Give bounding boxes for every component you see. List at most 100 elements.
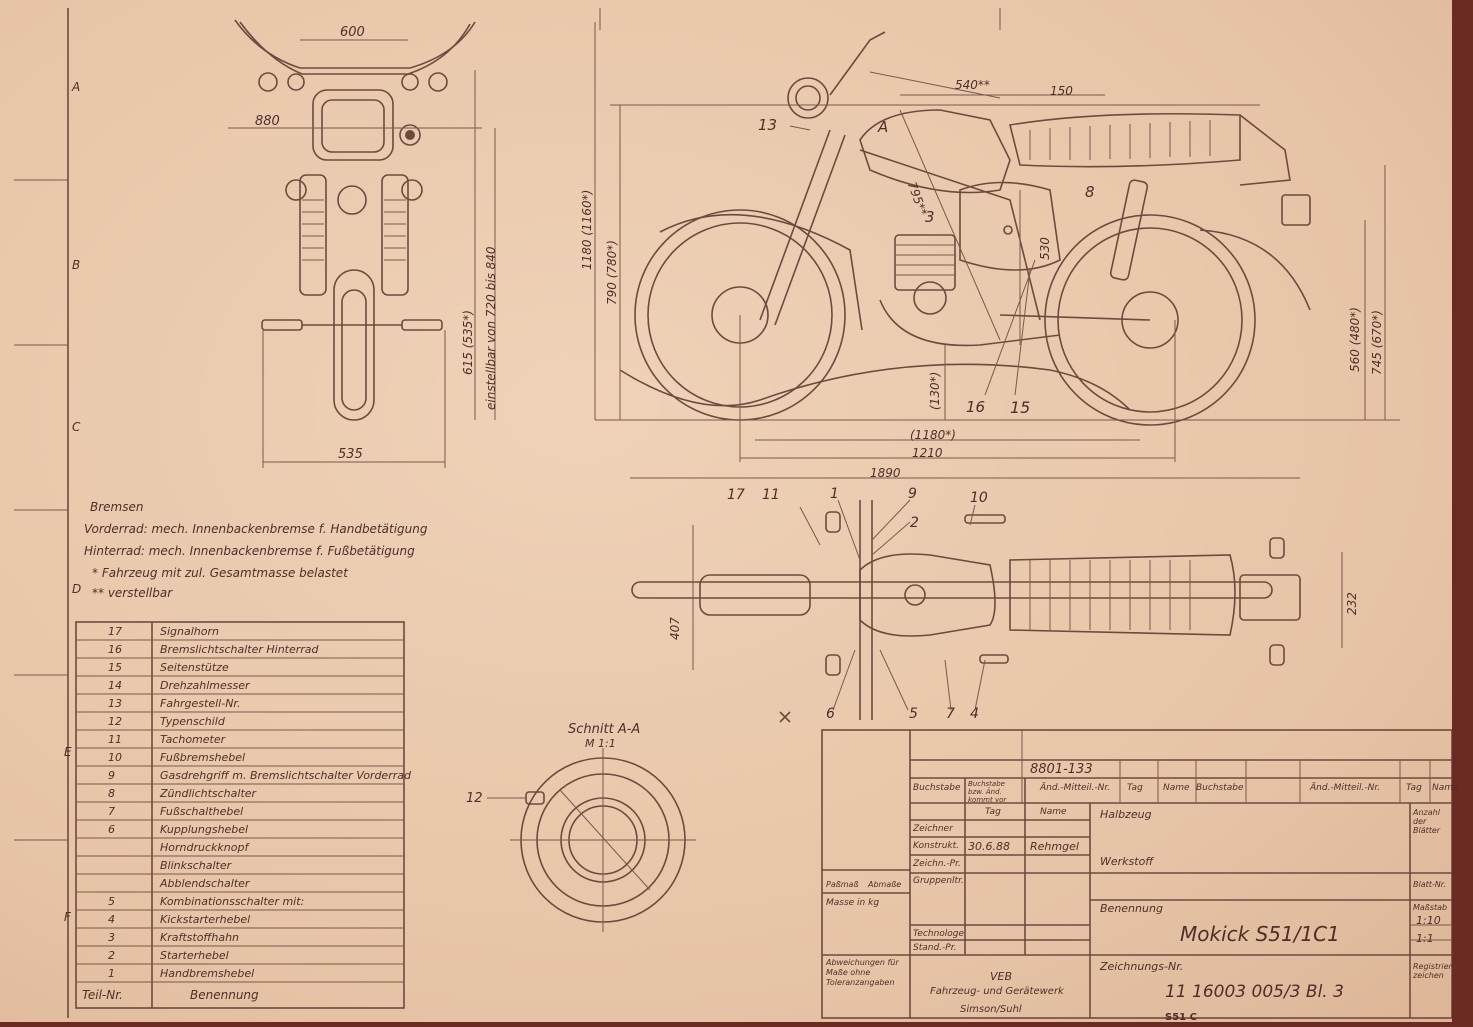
label-anzahl: Anzahl der Blätter [1413, 808, 1441, 835]
dim-530: 530 [1038, 237, 1052, 260]
notes-line-1: Vorderrad: mech. Innenbackenbremse f. Ha… [84, 522, 428, 536]
row-konstrukt: Konstrukt. [913, 841, 960, 851]
parts-row-name: Bremslichtschalter Hinterrad [160, 643, 319, 656]
dim-745: 745 (670*) [1370, 310, 1384, 375]
header-aend-mitteil: Änd.-Mitteil.-Nr. [1040, 783, 1111, 793]
parts-row-number: 16 [108, 643, 122, 656]
callout-section-a: A [878, 118, 889, 136]
company-line-2: Fahrzeug- und Gerätewerk [930, 986, 1064, 997]
row-technologe: Technologe [913, 929, 965, 939]
front-view-motorcycle [234, 19, 476, 421]
dim-560: 560 (480*) [1348, 307, 1362, 372]
parts-row-number: 13 [108, 697, 122, 710]
grid-letter-f: F [64, 910, 71, 924]
callout-8: 8 [1085, 183, 1095, 201]
stamp-s51c: S51 C [1165, 1012, 1197, 1023]
dim-adjustable: einstellbar von 720 bis 840 [484, 246, 498, 410]
label-halbzeug: Halbzeug [1100, 808, 1152, 821]
grid-letter-c: C [72, 420, 81, 434]
label-passmass: Paßmaß [826, 880, 859, 889]
dim-1180-horizontal: (1180*) [910, 428, 956, 442]
parts-row-number: 10 [108, 751, 122, 764]
parts-row-name: Zündlichtschalter [160, 787, 257, 800]
callout-1: 1 [830, 486, 839, 502]
parts-row-name: Kraftstoffhahn [160, 931, 240, 944]
parts-row-name: Fußschalthebel [160, 805, 244, 818]
row-stand-pr: Stand.-Pr. [913, 943, 957, 953]
parts-row-name: Handbremshebel [160, 967, 255, 980]
parts-row-name: Kombinationsschalter mit: [160, 895, 305, 908]
parts-row-number: 2 [108, 949, 115, 962]
parts-row-name: Starterhebel [160, 949, 229, 962]
callout-16: 16 [966, 398, 986, 416]
konstrukt-date: 30.6.88 [968, 840, 1010, 853]
header-name: Name [1163, 783, 1190, 793]
company-line-3: Simson/Suhl [960, 1004, 1022, 1015]
scale-1-10: 1:10 [1416, 914, 1441, 927]
parts-row-name: Drehzahlmesser [160, 679, 250, 692]
label-blatt: Blatt-Nr. [1413, 880, 1446, 889]
parts-row-number: 4 [108, 913, 115, 926]
label-masse: Masse in kg [826, 898, 880, 908]
notes-line-3: * Fahrzeug mit zul. Gesamtmasse belastet [92, 566, 348, 580]
row-zeichn-pr: Zeichn.-Pr. [913, 859, 961, 869]
change-number: 8801-133 [1030, 762, 1093, 777]
top-view-motorcycle [631, 500, 1301, 723]
row-zeichner: Zeichner [913, 824, 953, 834]
drawing-title: Mokick S51/1C1 [1180, 922, 1340, 946]
dim-1180-vertical: 1180 (1160*) [580, 189, 594, 270]
grid-letter-a: A [72, 80, 81, 94]
dim-1210: 1210 [912, 446, 943, 460]
label-abmasse: Abmaße [868, 880, 902, 889]
parts-row-number: 17 [108, 625, 122, 638]
parts-footer-name: Benennung [190, 988, 259, 1002]
parts-row-name: Kupplungshebel [160, 823, 249, 836]
grid-letter-e: E [64, 745, 72, 759]
label-zeichnungs-nr: Zeichnungs-Nr. [1100, 960, 1184, 973]
section-a-a-drawing [487, 748, 696, 932]
parts-row-number: 11 [108, 733, 122, 746]
parts-row-number: 14 [108, 679, 122, 692]
parts-row-name: Signalhorn [160, 625, 219, 638]
dim-615: 615 (535*) [461, 310, 475, 375]
header-name-2: Name [1432, 783, 1459, 793]
parts-row-number: 3 [108, 931, 115, 944]
callout-2: 2 [910, 515, 919, 531]
dim-1890: 1890 [870, 466, 901, 480]
parts-row-number: 15 [108, 661, 122, 674]
callout-9: 9 [908, 486, 917, 502]
parts-row-name: Gasdrehgriff m. Bremslichtschalter Vorde… [160, 769, 411, 782]
section-scale: M 1:1 [585, 737, 616, 750]
parts-row-name: Tachometer [160, 733, 226, 746]
label-massstab: Maßstab [1413, 903, 1448, 912]
label-werkstoff: Werkstoff [1100, 855, 1154, 868]
header-buchstabe-small: Buchstabe bzw. Änd. kommt vor [968, 780, 1007, 804]
parts-row-number: 1 [108, 967, 115, 980]
callout-4: 4 [970, 706, 979, 722]
callout-10: 10 [970, 490, 988, 506]
drawing-number: 11 16003 005/3 Bl. 3 [1165, 982, 1344, 1002]
header-tag-2: Tag [1406, 783, 1422, 793]
parts-row-number: 8 [108, 787, 115, 800]
dim-540: 540** [955, 78, 990, 92]
callout-15: 15 [1010, 398, 1031, 417]
parts-row-number: 7 [108, 805, 115, 818]
header-aend-mitteil-2: Änd.-Mitteil.-Nr. [1310, 783, 1381, 793]
callout-12: 12 [466, 791, 483, 806]
label-benennung: Benennung [1100, 902, 1163, 915]
notes-heading: Bremsen [90, 500, 144, 514]
parts-row-number: 6 [108, 823, 115, 836]
dim-535: 535 [338, 447, 363, 462]
callout-3: 3 [925, 208, 935, 226]
dim-232: 232 [1345, 592, 1359, 615]
dim-407: 407 [668, 617, 682, 640]
callout-13: 13 [758, 116, 778, 134]
callout-6: 6 [826, 706, 835, 722]
parts-row-name: Kickstarterhebel [160, 913, 251, 926]
dim-150: 150 [1050, 84, 1073, 98]
parts-row-name: Seitenstütze [160, 661, 229, 674]
title-block-grid [821, 729, 1452, 1019]
header-buchstabe: Buchstabe [913, 783, 961, 793]
header-tag: Tag [1127, 783, 1143, 793]
